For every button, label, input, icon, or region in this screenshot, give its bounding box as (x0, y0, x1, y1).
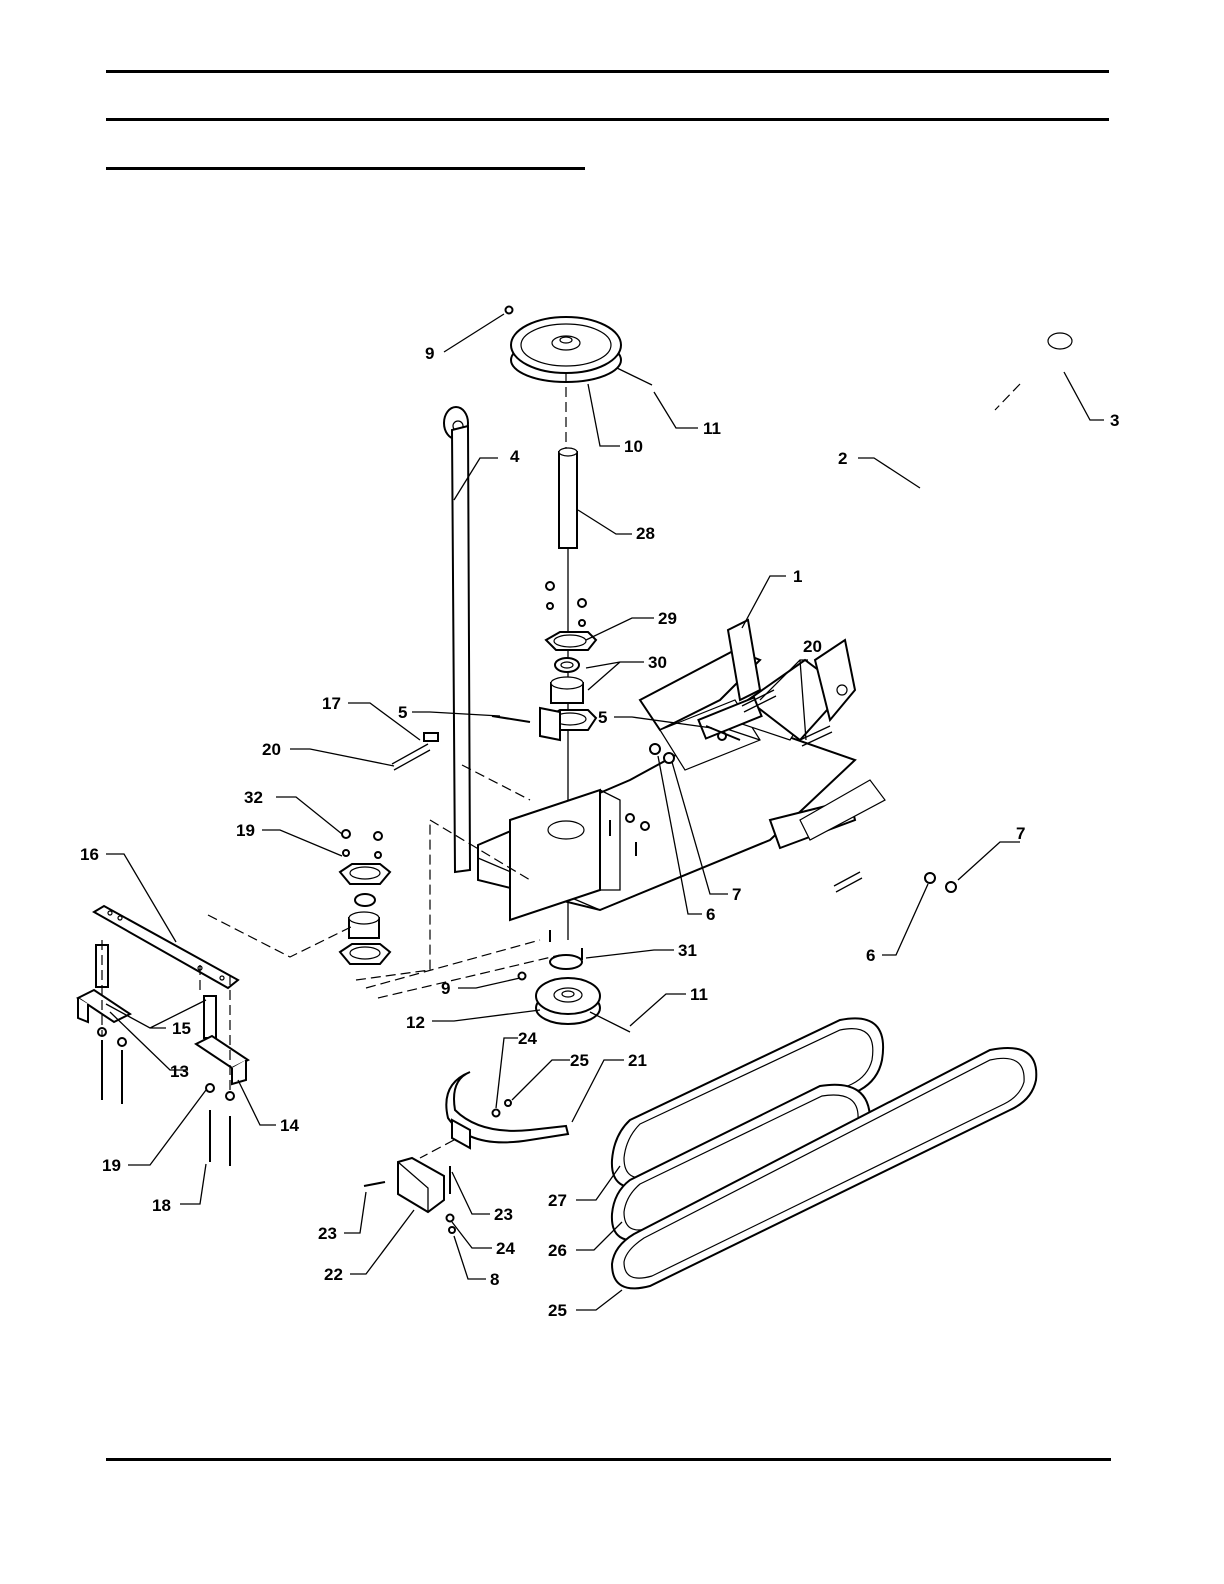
guide-washer (493, 1110, 500, 1117)
nut-frame (641, 822, 649, 830)
guide-bracket (398, 1158, 444, 1212)
callout-18: 18 (152, 1196, 171, 1215)
pulley-nut (506, 307, 513, 314)
frame-guide (462, 765, 530, 800)
callout-14: 14 (280, 1116, 299, 1135)
left-bearing-stack (340, 830, 390, 964)
spindle-shaft (559, 448, 577, 548)
callout-6-center: 6 (706, 905, 715, 924)
callout-9-top: 9 (425, 344, 434, 363)
guide-bolt-left (364, 1182, 385, 1186)
lower-pulley-bolt (590, 1012, 630, 1032)
stack-guide-3 (378, 955, 560, 998)
washer-6a (650, 744, 660, 754)
callout-30: 30 (648, 653, 667, 672)
guide-nut-8 (449, 1227, 455, 1233)
callout-25-upper: 25 (570, 1051, 589, 1070)
callout-27: 27 (548, 1191, 567, 1210)
callout-20-right: 20 (803, 637, 822, 656)
callout-16: 16 (80, 845, 99, 864)
callout-25-lower: 25 (548, 1301, 567, 1320)
nut-7b (946, 882, 956, 892)
callout-20-left: 20 (262, 740, 281, 759)
cotter-pin-right (834, 872, 862, 892)
callout-23-left: 23 (318, 1224, 337, 1243)
callout-28: 28 (636, 524, 655, 543)
mounting-plate (94, 906, 238, 988)
callout-15: 15 (172, 1019, 191, 1038)
grip-centerline (995, 384, 1020, 410)
callout-4: 4 (510, 447, 520, 466)
callout-13: 13 (170, 1062, 189, 1081)
washer-6b (925, 873, 935, 883)
callout-24-lower: 24 (496, 1239, 515, 1258)
callout-21: 21 (628, 1051, 647, 1070)
callout-5-right: 5 (598, 708, 607, 727)
upper-bearing-stack (546, 582, 596, 730)
handle-grip (1022, 333, 1072, 374)
callout-19-lower: 19 (102, 1156, 121, 1175)
callout-6-right: 6 (866, 946, 875, 965)
guide-washer-24 (447, 1215, 454, 1222)
callout-5-left: 5 (398, 703, 407, 722)
callout-10: 10 (624, 437, 643, 456)
callout-24-upper: 24 (518, 1029, 537, 1048)
callout-26: 26 (548, 1241, 567, 1260)
callout-22: 22 (324, 1265, 343, 1284)
bracket-left (78, 990, 130, 1022)
callout-7-right: 7 (1016, 824, 1025, 843)
pin-17 (424, 733, 438, 741)
callout-17: 17 (322, 694, 341, 713)
cotter-pin-left (392, 744, 430, 770)
callout-3: 3 (1110, 411, 1119, 430)
callout-29: 29 (658, 609, 677, 628)
bracket-right (196, 1036, 248, 1084)
belt-guide (446, 1072, 568, 1148)
callout-11-lower: 11 (690, 985, 708, 1004)
callout-9-lower: 9 (441, 979, 450, 998)
nut-7a (664, 753, 674, 763)
plate-guide (208, 915, 355, 957)
callout-7-center: 7 (732, 885, 741, 904)
callout-11-top: 11 (703, 419, 721, 438)
guide-nut (505, 1100, 511, 1106)
callout-2: 2 (838, 449, 847, 468)
callout-1: 1 (793, 567, 802, 586)
washer-frame (626, 814, 634, 822)
callout-23-right: 23 (494, 1205, 513, 1224)
callout-12: 12 (406, 1013, 425, 1032)
callout-8: 8 (490, 1270, 499, 1289)
callout-32: 32 (244, 788, 263, 807)
pulley-pin (617, 368, 652, 385)
guide-centerline (420, 1140, 454, 1158)
callout-31: 31 (678, 941, 697, 960)
lower-pulley (536, 955, 600, 1024)
callout-19-upper: 19 (236, 821, 255, 840)
